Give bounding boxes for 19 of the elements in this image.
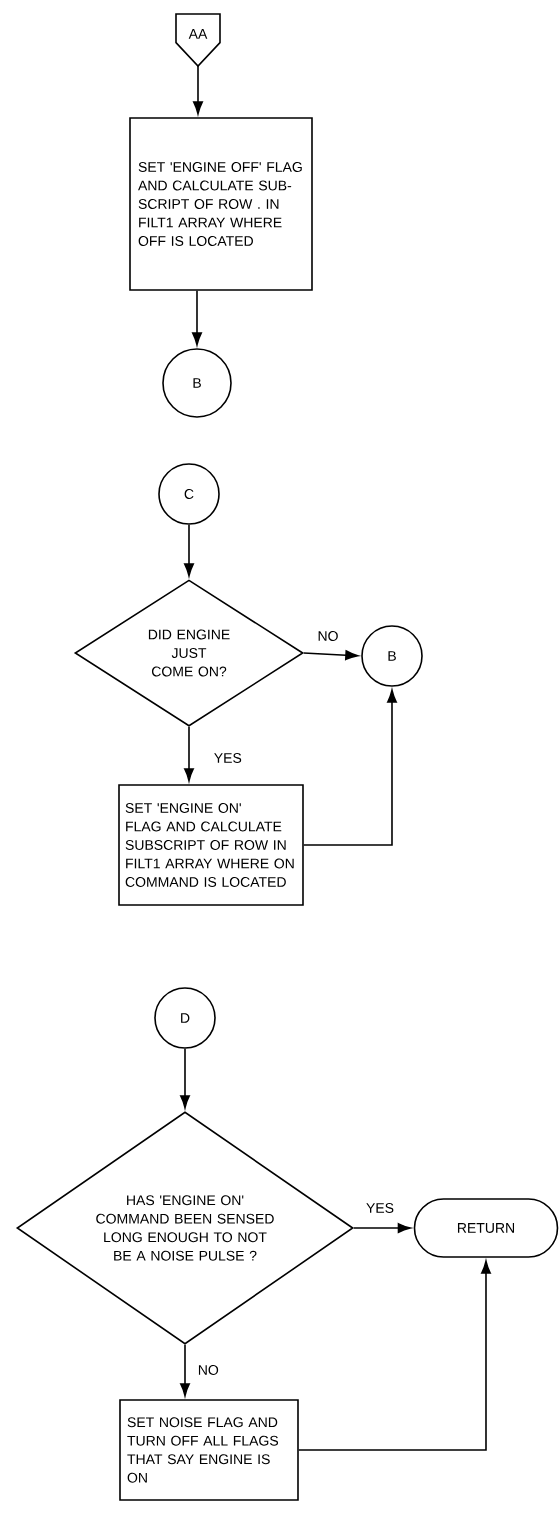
process-box: SET NOISE FLAG AND TURN OFF ALL FLAGS THAT SAY ENGINE IS ON	[119, 1399, 299, 1501]
arrow	[184, 524, 194, 577]
arrow	[303, 689, 397, 846]
arrow	[184, 726, 194, 782]
arrow	[192, 290, 202, 346]
edge-label: YES	[365, 1202, 395, 1214]
off-page-connector: AA	[175, 13, 221, 68]
arrow	[180, 1048, 190, 1109]
process-box: SET 'ENGINE OFF' FLAG AND CALCULATE SUB- SCRIPT OF ROW . IN FILT1 ARRAY WHERE OFF IS LOCATED	[129, 117, 313, 291]
edge-label: NO	[196, 1364, 220, 1376]
arrow	[180, 1344, 190, 1397]
arrow	[353, 1223, 411, 1233]
edge-label: NO	[316, 630, 340, 642]
arrow	[193, 65, 203, 115]
arrow	[298, 1260, 491, 1451]
arrow	[303, 650, 359, 661]
terminal-box: RETURN	[413, 1198, 559, 1258]
process-box: SET 'ENGINE ON' FLAG AND CALCULATE SUBSCRIPT OF ROW IN FILT1 ARRAY WHERE ON COMMAND IS LOCATED	[118, 784, 304, 906]
edge-label: YES	[212, 752, 243, 764]
